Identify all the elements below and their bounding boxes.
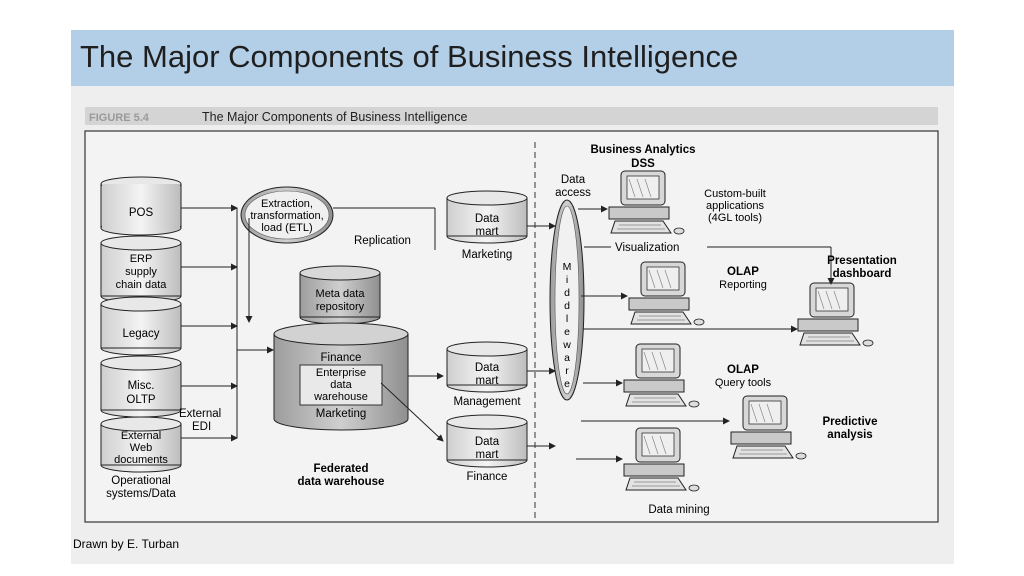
bi-diagram: FIGURE 5.4 The Major Components of Busin…: [73, 107, 939, 551]
dw-bottom-label: Marketing: [316, 408, 367, 420]
middleware-arrows: [576, 205, 798, 463]
middleware-node: M i d d l e w a r e: [549, 199, 585, 401]
source-pos: POS: [100, 176, 182, 236]
figure-caption: The Major Components of Business Intelli…: [202, 110, 467, 124]
figure-credit: Drawn by E. Turban: [73, 537, 179, 551]
source-label: POS: [129, 207, 154, 219]
svg-text:mart: mart: [476, 226, 500, 238]
data-mart-management: Data mart Management: [446, 341, 528, 408]
svg-text:Data: Data: [475, 213, 500, 225]
svg-text:dashboard: dashboard: [833, 268, 892, 280]
svg-text:External: External: [121, 430, 161, 442]
svg-text:Enterprise: Enterprise: [316, 367, 366, 379]
olap-reporting-title: OLAP: [727, 266, 759, 278]
mart-dept-label: Management: [453, 396, 521, 408]
source-label: Legacy: [122, 328, 159, 340]
svg-text:e: e: [564, 326, 570, 338]
meta-data-repository: Meta data repository: [299, 265, 381, 325]
svg-text:warehouse: warehouse: [313, 391, 368, 403]
svg-text:d: d: [564, 287, 570, 299]
svg-text:mart: mart: [476, 449, 500, 461]
slide-title-bar: The Major Components of Business Intelli…: [71, 30, 954, 86]
svg-text:Data: Data: [475, 436, 500, 448]
mart-dept-label: Finance: [467, 471, 508, 483]
olap-query-title: OLAP: [727, 364, 759, 376]
svg-text:repository: repository: [316, 301, 365, 313]
source-erp: ERP supply chain data: [100, 235, 182, 304]
figure-header-strip: [85, 107, 938, 125]
svg-text:w: w: [562, 339, 571, 351]
source-misc-oltp: Misc. OLTP: [100, 355, 182, 418]
svg-text:data: data: [330, 379, 352, 391]
svg-text:a: a: [564, 352, 570, 364]
svg-text:Misc.: Misc.: [128, 380, 155, 392]
svg-text:analysis: analysis: [827, 429, 872, 441]
svg-text:Predictive: Predictive: [823, 416, 878, 428]
figure-scan: FIGURE 5.4 The Major Components of Busin…: [71, 86, 954, 564]
svg-text:Presentation: Presentation: [827, 255, 897, 267]
source-label: ERP: [130, 253, 153, 265]
svg-text:Extraction,: Extraction,: [261, 198, 313, 210]
olap-reporting-sub: Reporting: [719, 279, 767, 291]
data-mart-finance: Data mart Finance: [446, 414, 528, 483]
etl-node: Extraction, transformation, load (ETL): [240, 186, 334, 244]
external-edi-label: EDI: [192, 421, 211, 433]
svg-text:documents: documents: [114, 454, 168, 466]
sources-group-label-line2: systems/Data: [106, 488, 176, 500]
svg-text:External: External: [179, 408, 221, 420]
source-legacy: Legacy: [100, 296, 182, 356]
visualization-label: Visualization: [615, 242, 679, 254]
svg-text:load (ETL): load (ETL): [261, 222, 312, 234]
data-mart-marketing: Data mart Marketing: [446, 190, 528, 261]
svg-text:Data: Data: [561, 174, 586, 186]
svg-text:data warehouse: data warehouse: [298, 476, 385, 488]
svg-text:(4GL tools): (4GL tools): [708, 212, 762, 224]
svg-text:access: access: [555, 187, 591, 199]
svg-text:i: i: [566, 274, 568, 286]
svg-text:M: M: [563, 261, 572, 273]
svg-text:e: e: [564, 378, 570, 390]
svg-text:Web: Web: [130, 442, 152, 454]
olap-query-sub: Query tools: [715, 377, 772, 389]
svg-text:l: l: [566, 313, 568, 325]
enterprise-data-warehouse: Finance Enterprise data warehouse Market…: [273, 322, 409, 431]
data-mining-label: Data mining: [648, 504, 709, 516]
svg-text:d: d: [564, 300, 570, 312]
source-arrows: [181, 204, 274, 442]
dss-label: DSS: [631, 158, 655, 170]
source-label-line2: supply: [125, 266, 157, 278]
source-label-line3: chain data: [116, 279, 168, 291]
analytics-header: Business Analytics: [590, 144, 695, 156]
slide-title: The Major Components of Business Intelli…: [80, 39, 739, 74]
svg-text:Federated: Federated: [314, 463, 369, 475]
sources-group-label-line1: Operational: [111, 475, 170, 487]
svg-text:applications: applications: [706, 200, 765, 212]
replication-label: Replication: [354, 235, 411, 247]
svg-text:r: r: [565, 365, 569, 377]
dw-top-label: Finance: [321, 352, 362, 364]
svg-text:Meta data: Meta data: [316, 288, 366, 300]
mart-dept-label: Marketing: [462, 249, 513, 261]
svg-text:mart: mart: [476, 375, 500, 387]
svg-text:Custom-built: Custom-built: [704, 188, 766, 200]
source-external-web: External Web documents: [100, 416, 182, 473]
svg-text:transformation,: transformation,: [250, 210, 323, 222]
svg-text:OLTP: OLTP: [126, 394, 156, 406]
figure-label: FIGURE 5.4: [89, 112, 150, 124]
svg-text:Data: Data: [475, 362, 500, 374]
